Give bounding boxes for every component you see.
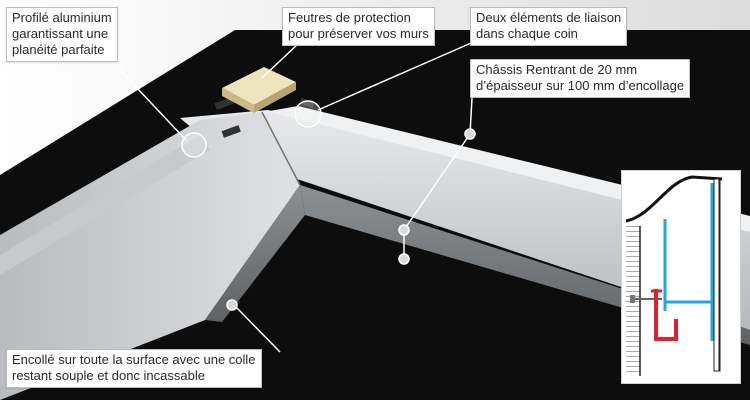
panel-edge: [713, 178, 721, 372]
callout-text: Profilé aluminium: [12, 10, 112, 25]
callout-recessed-frame: Châssis Rentrant de 20 mm d’épaisseur su…: [470, 59, 691, 98]
felt-pad-side: [254, 82, 296, 113]
callout-text: Encollé sur toute la surface avec une co…: [12, 352, 256, 367]
felt-pad-top: [222, 67, 296, 105]
cross-section-inset: [621, 170, 741, 384]
marker-ring: [294, 100, 322, 128]
left-rail-inner-face: [205, 185, 305, 322]
callout-text: Feutres de protection: [288, 10, 411, 25]
marker-dot: [464, 128, 476, 140]
callout-text: dans chaque coin: [476, 26, 578, 41]
marker-dot: [226, 299, 238, 311]
cross-section-diagram: [625, 175, 723, 376]
left-rail: [0, 112, 300, 400]
callout-text: restant souple et donc incassable: [12, 368, 205, 383]
marker-dot: [398, 224, 410, 236]
callout-text: pour préserver vos murs: [288, 26, 429, 41]
marker-dot: [398, 253, 410, 265]
connector-slot: [214, 97, 234, 110]
marker-ring: [181, 132, 207, 158]
wall-bracket-red: [654, 289, 678, 341]
felt-pad-side: [222, 88, 254, 113]
screw-head: [630, 295, 635, 303]
callout-text: Deux éléments de liaison: [476, 10, 622, 25]
connector-slot: [221, 125, 241, 138]
miter-joint: [261, 111, 301, 186]
callout-corner-connectors: Deux éléments de liaison dans chaque coi…: [470, 7, 628, 46]
callout-protection-felt: Feutres de protection pour préserver vos…: [282, 7, 435, 46]
callout-text: d’épaisseur sur 100 mm d’encollage: [476, 78, 685, 93]
connector-slot: [299, 97, 315, 109]
callout-full-surface-glue: Encollé sur toute la surface avec une co…: [6, 349, 262, 388]
callout-aluminium-profile: Profilé aluminium garantissant une plané…: [6, 7, 118, 62]
callout-text: Châssis Rentrant de 20 mm: [476, 62, 638, 77]
top-rail: [180, 110, 750, 330]
left-rail-groove: [0, 135, 210, 275]
callout-text: planéité parfaite: [12, 42, 105, 57]
callout-text: garantissant une: [12, 26, 109, 41]
panel-curve: [625, 175, 723, 223]
